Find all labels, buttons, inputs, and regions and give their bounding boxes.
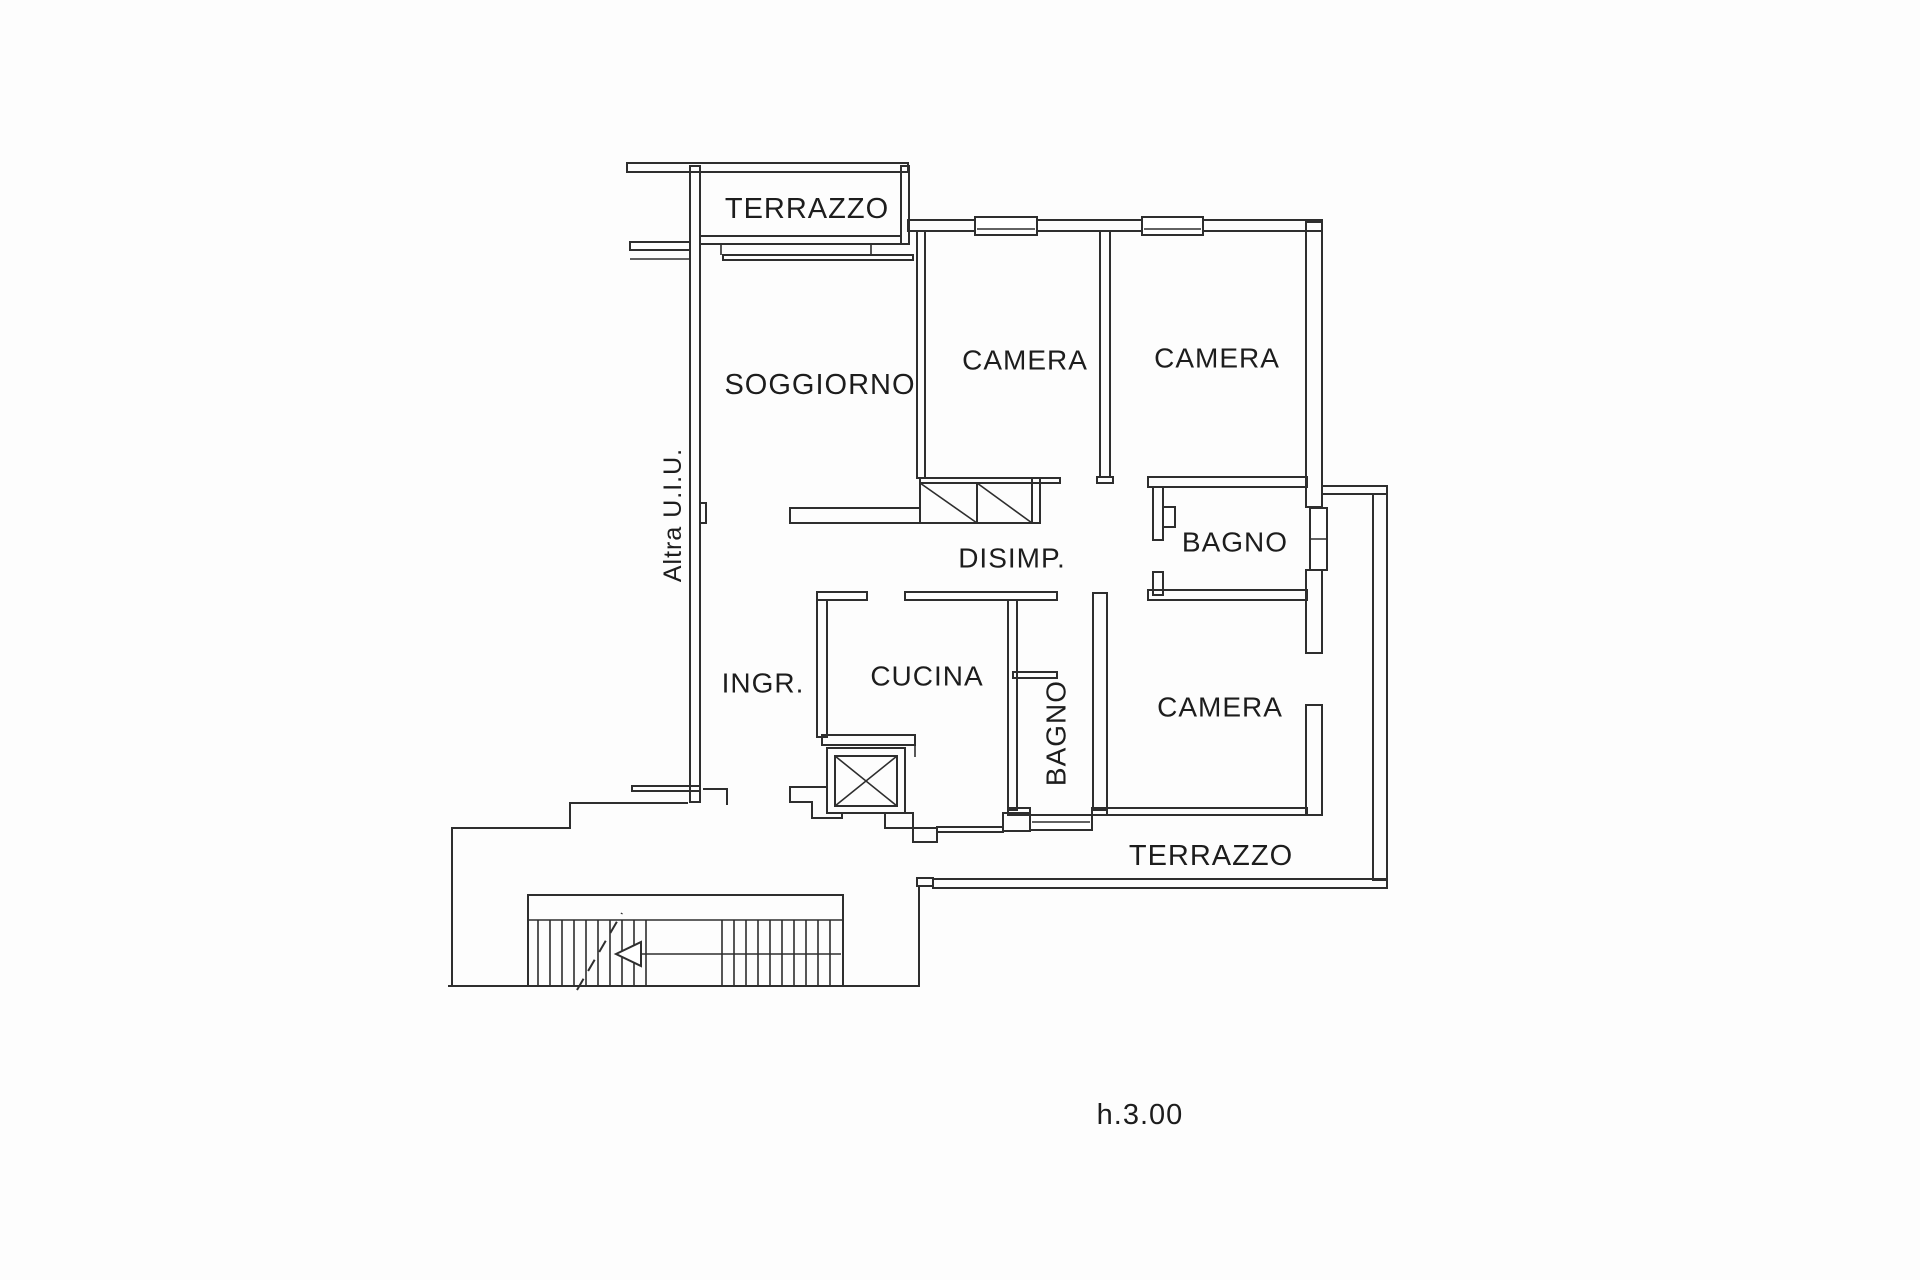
room-label-camera-1: CAMERA [962, 345, 1088, 376]
ceiling-height-label: h.3.00 [1097, 1099, 1184, 1131]
room-label-ingresso: INGR. [722, 668, 805, 699]
stair-direction-arrow-icon [613, 940, 642, 968]
window-bathroom-1 [1309, 507, 1328, 571]
entry-landing-walls [448, 786, 1031, 987]
room-label-bagno-1: BAGNO [1182, 527, 1288, 558]
bathroom-1-walls [1147, 476, 1308, 601]
room-label-camera-2: CAMERA [1154, 343, 1280, 374]
room-labels: TERRAZZO SOGGIORNO CAMERA CAMERA BAGNO D… [722, 193, 1293, 872]
plan-annotations: Altra U.I.U. h.3.00 [659, 448, 1184, 1131]
window-bathroom-2 [1029, 814, 1093, 831]
window-camera-1 [974, 216, 1038, 236]
room-label-terrazzo-bottom: TERRAZZO [1129, 840, 1293, 872]
bedroom-3-walls [1092, 592, 1308, 816]
stair-treads-right [721, 920, 831, 986]
other-unit-label: Altra U.I.U. [659, 448, 687, 582]
living-room-walls [789, 507, 921, 524]
room-label-camera-3: CAMERA [1157, 692, 1283, 723]
room-label-cucina: CUCINA [870, 661, 983, 692]
right-exterior-wall [1305, 569, 1323, 816]
room-label-soggiorno: SOGGIORNO [724, 369, 915, 401]
staircase [527, 894, 844, 991]
room-label-bagno-2: BAGNO [1041, 680, 1072, 786]
window-camera-2 [1141, 216, 1204, 236]
elevator-shaft [826, 747, 906, 814]
room-label-disimpegno: DISIMP. [958, 543, 1066, 574]
kitchen-corridor-walls [816, 591, 1058, 811]
terrace-railing [916, 485, 1388, 889]
stair-break-line [576, 912, 623, 991]
room-label-terrazzo-top: TERRAZZO [725, 193, 889, 225]
left-exterior-wall [689, 165, 707, 803]
built-in-closet [919, 477, 1041, 524]
